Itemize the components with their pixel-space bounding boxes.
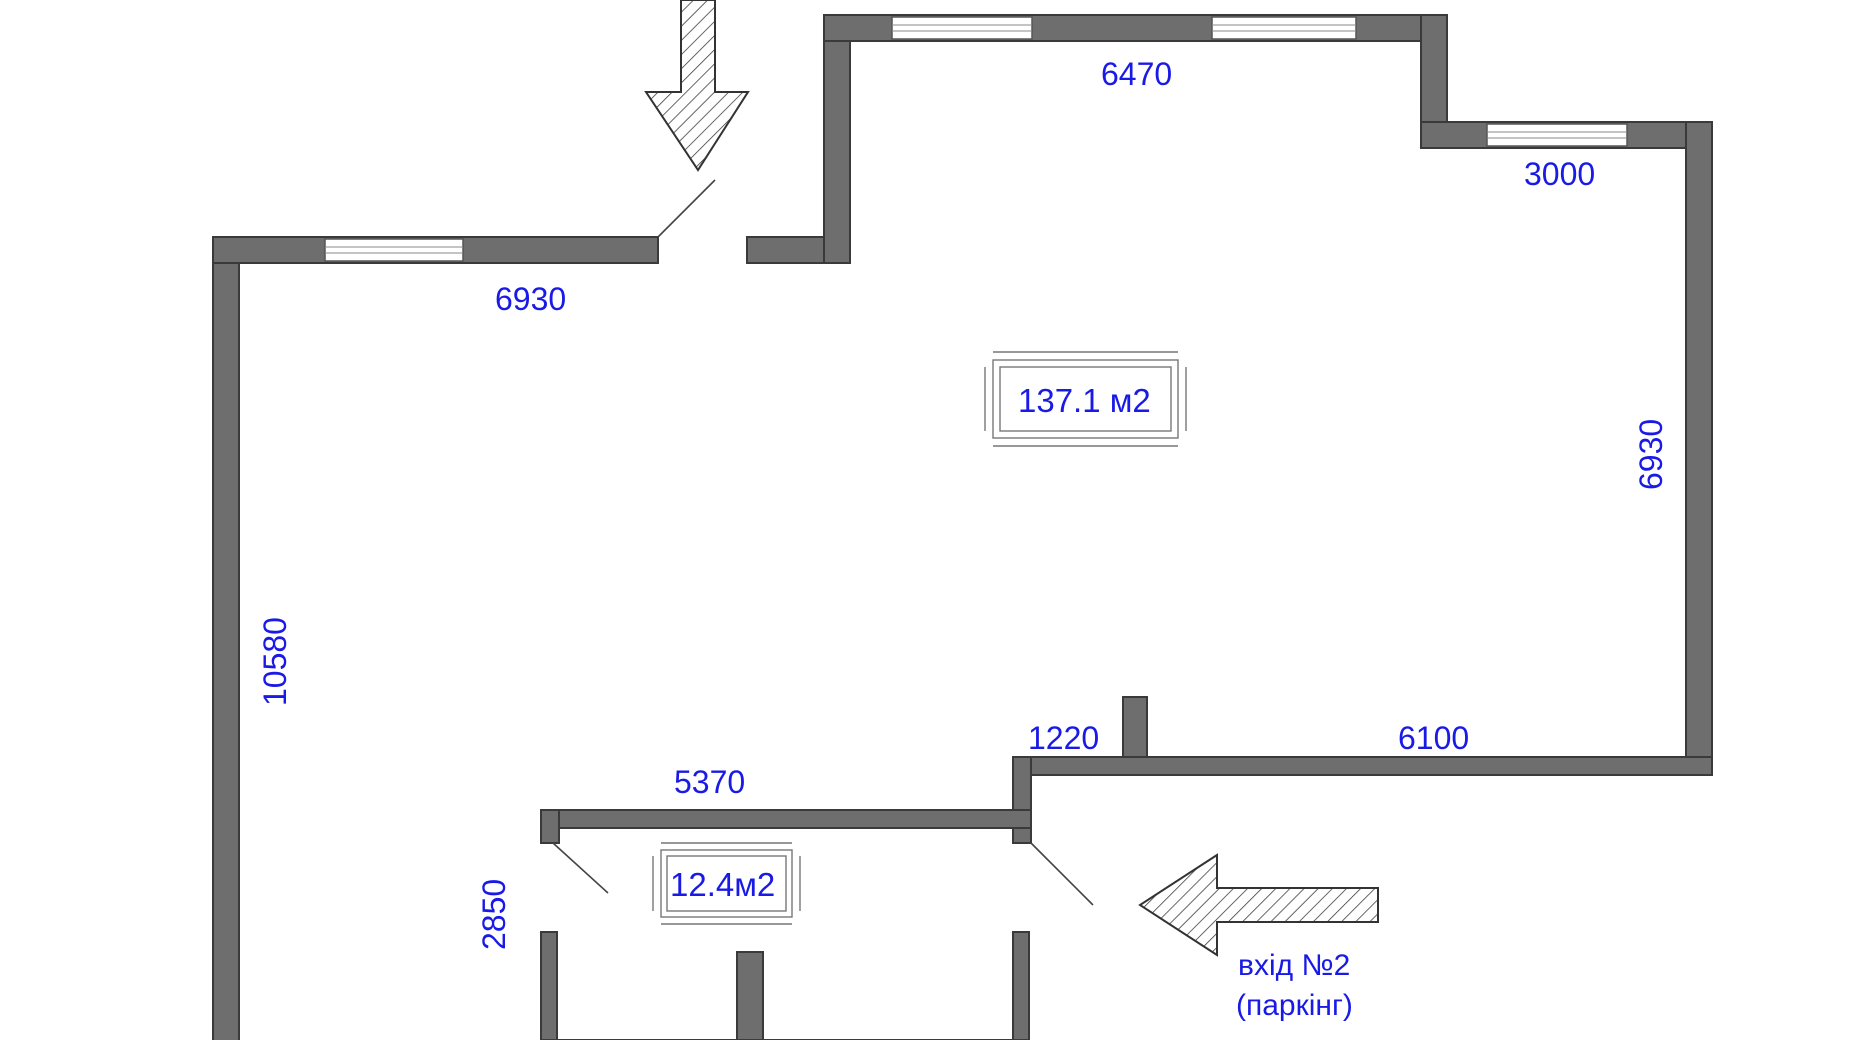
dim-vestibule-top: 5370 bbox=[674, 764, 745, 800]
wall-lower-left bbox=[540, 931, 558, 1040]
vestibule-area-frame bbox=[652, 842, 801, 925]
wall-right bbox=[1685, 121, 1713, 776]
walls bbox=[212, 14, 1713, 1040]
door-vestibule-right bbox=[1030, 842, 1094, 906]
main-area-frame bbox=[984, 351, 1187, 447]
window-top-middle-2 bbox=[1211, 16, 1357, 40]
wall-left bbox=[212, 236, 240, 1040]
wall-joint bbox=[1012, 756, 1032, 844]
vestibule-area-label: 12.4м2 bbox=[670, 866, 775, 903]
door-entrance-1 bbox=[657, 179, 716, 238]
wall-vestibule-top bbox=[540, 809, 1032, 829]
dim-inner-right: 6100 bbox=[1398, 720, 1469, 756]
wall-lower-right bbox=[1012, 931, 1030, 1040]
window-top-left bbox=[324, 238, 464, 262]
entrance-2-sublabel: (паркінг) bbox=[1236, 989, 1353, 1022]
wall-lower-mid bbox=[736, 951, 764, 1040]
dim-top-middle-wall: 6470 bbox=[1101, 56, 1172, 92]
wall-step-left bbox=[823, 14, 851, 264]
door-vestibule-left bbox=[552, 842, 609, 894]
entrance-2-arrow bbox=[1138, 853, 1379, 957]
window-top-middle-1 bbox=[891, 16, 1033, 40]
window-top-right bbox=[1486, 123, 1628, 147]
dim-vestibule-side: 2850 bbox=[476, 879, 512, 950]
dim-inner-short: 1220 bbox=[1028, 720, 1099, 756]
dim-left-wall: 10580 bbox=[257, 617, 293, 706]
entrance-2-label: вхід №2 bbox=[1238, 949, 1350, 982]
wall-stub bbox=[1122, 696, 1148, 758]
windows bbox=[324, 16, 1628, 262]
dim-top-right-step: 3000 bbox=[1524, 156, 1595, 192]
main-area-label: 137.1 м2 bbox=[1018, 382, 1151, 419]
entrance-1-arrow bbox=[644, 0, 750, 172]
wall-vestibule-post-left bbox=[540, 809, 560, 844]
dim-top-left-wall: 6930 bbox=[495, 281, 566, 317]
doors bbox=[552, 179, 1094, 906]
dim-right-wall: 6930 bbox=[1633, 419, 1669, 490]
wall-bottom-right bbox=[1012, 756, 1713, 776]
